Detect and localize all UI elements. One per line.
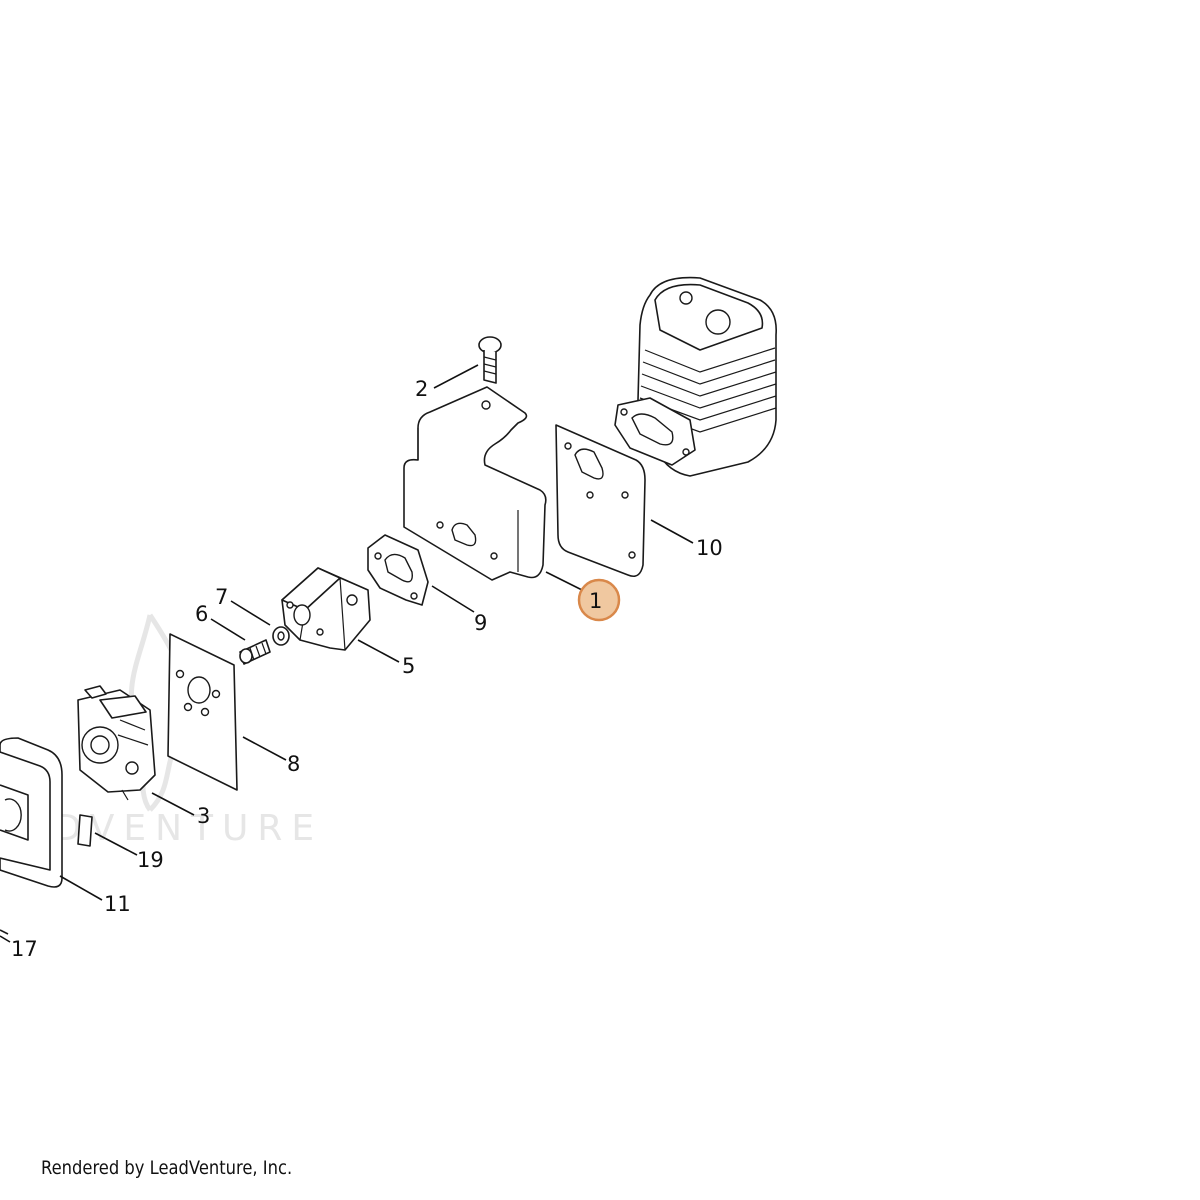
leader-3 (151, 792, 195, 816)
leader-19 (94, 832, 138, 856)
leader-9 (431, 585, 475, 613)
callout-9[interactable]: 9 (474, 611, 487, 635)
leader-10 (650, 519, 694, 544)
callout-1-highlight[interactable] (577, 578, 621, 622)
leader-5 (357, 639, 400, 663)
callout-5[interactable]: 5 (402, 654, 415, 678)
part-19-pad (77, 814, 93, 847)
callout-6[interactable]: 6 (195, 602, 208, 626)
part-9-gasket (367, 534, 429, 606)
part-2-bolt (478, 336, 502, 384)
callout-17[interactable]: 17 (11, 937, 38, 961)
part-1-heat-shield (403, 386, 547, 581)
leader-11 (59, 875, 103, 901)
part-3-carburetor (77, 685, 156, 801)
leader-17 (0, 935, 11, 943)
callout-1[interactable]: 1 (589, 589, 602, 613)
callout-7[interactable]: 7 (215, 585, 228, 609)
leader-7 (230, 600, 271, 626)
part-5-spacer (281, 567, 371, 651)
callout-11[interactable]: 11 (104, 892, 131, 916)
callout-3[interactable]: 3 (197, 804, 210, 828)
part-11-air-filter-cover (0, 737, 63, 888)
leader-2 (433, 364, 479, 389)
render-credit: Rendered by LeadVenture, Inc. (41, 1157, 293, 1179)
leader-lines (0, 364, 694, 943)
part-17-bolt (0, 929, 9, 935)
callout-2[interactable]: 2 (415, 377, 428, 401)
leader-1 (545, 571, 587, 593)
part-6-screw (239, 639, 271, 665)
callout-19[interactable]: 19 (137, 848, 164, 872)
part-7-washer (272, 626, 290, 646)
part-8-gasket (167, 633, 238, 791)
callout-10[interactable]: 10 (696, 536, 723, 560)
part-10-cylinder-gasket (555, 424, 646, 578)
callout-8[interactable]: 8 (287, 752, 300, 776)
leader-8 (242, 736, 287, 761)
leader-6 (210, 618, 246, 641)
cylinder (614, 276, 777, 477)
callout-numbers: 1 2 3 5 6 7 8 9 10 11 17 19 (11, 377, 723, 961)
watermark-text: ADVENTURE (20, 808, 323, 849)
